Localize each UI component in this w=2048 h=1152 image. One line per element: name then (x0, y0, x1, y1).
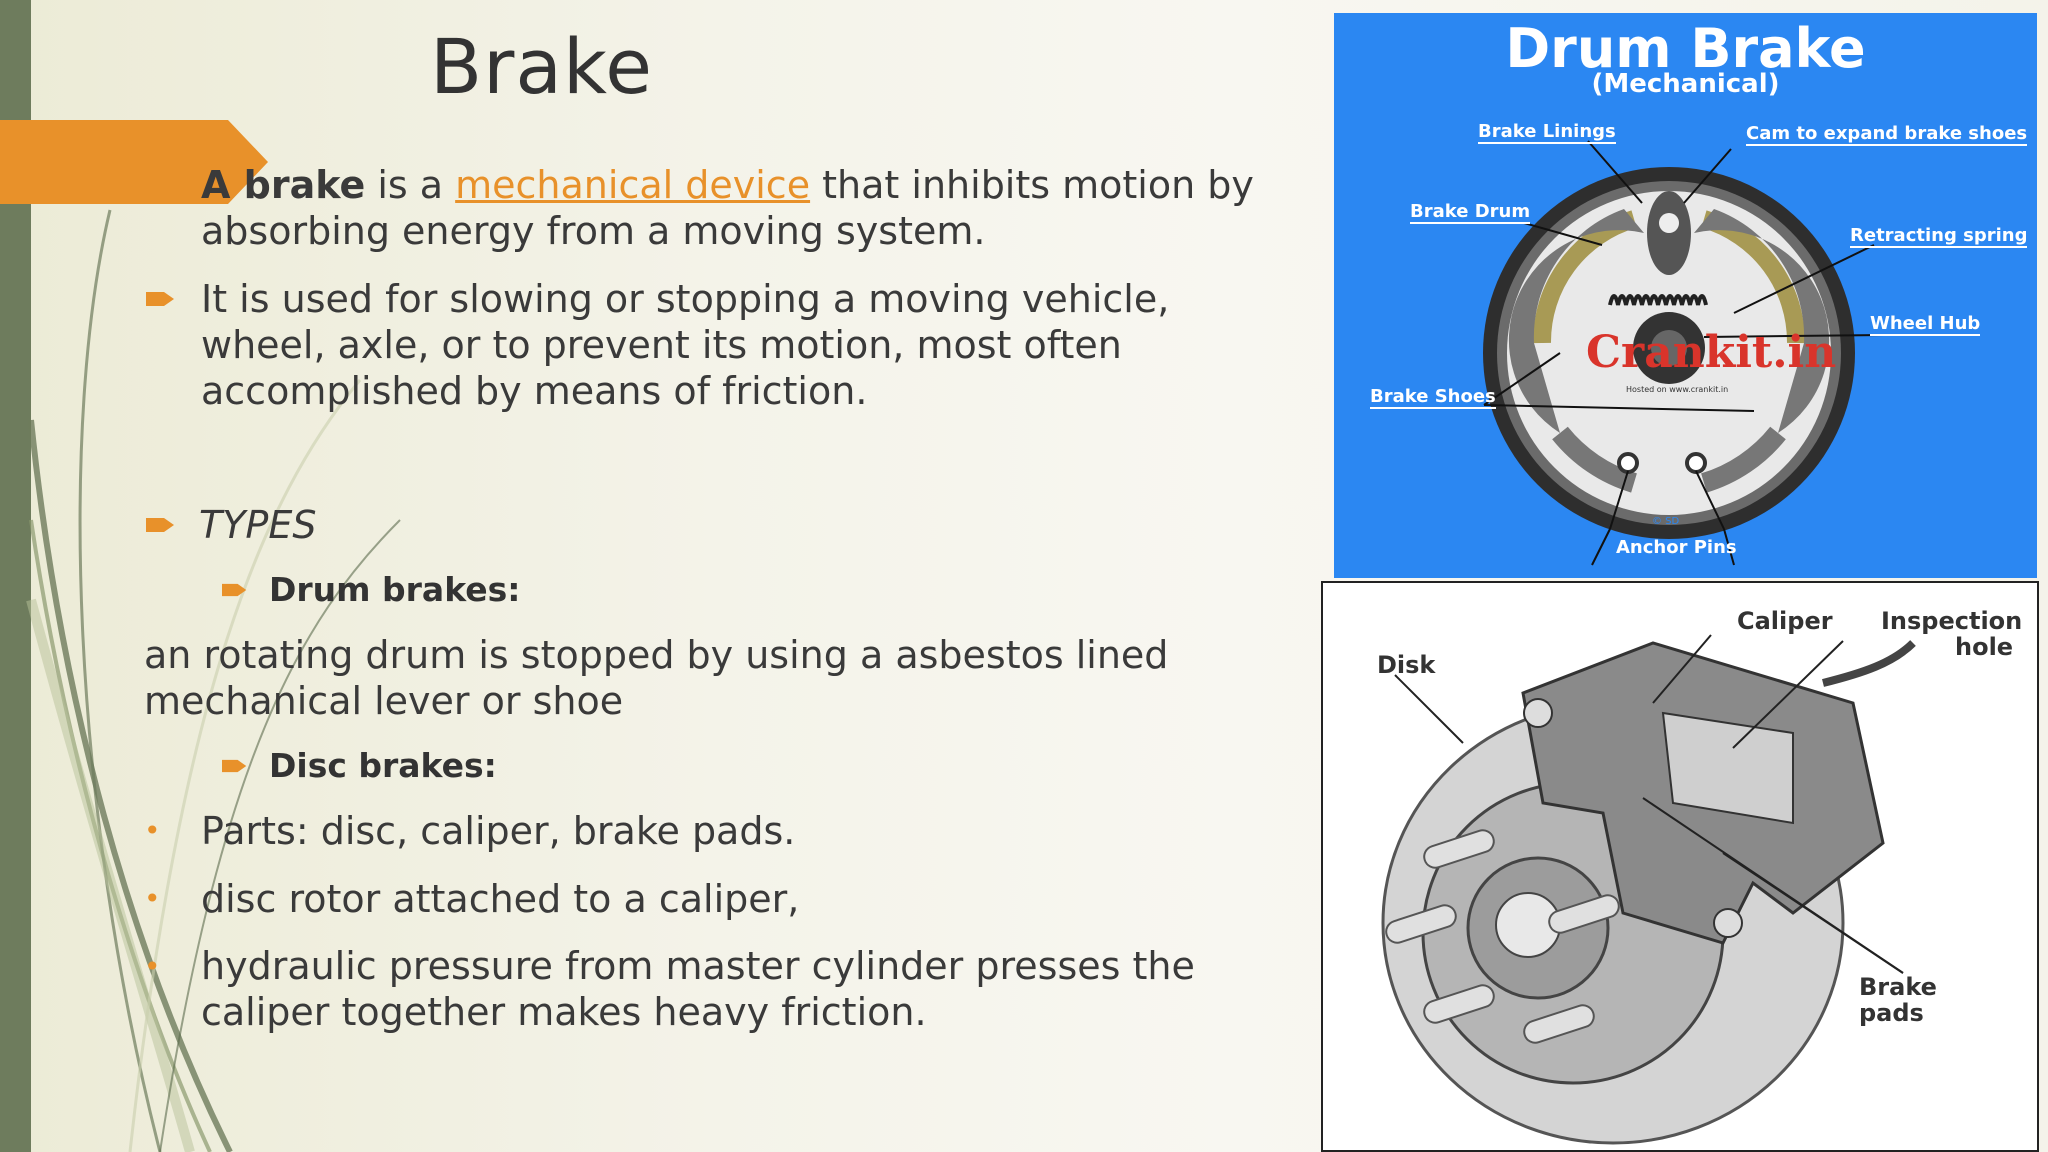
label-brake-drum: Brake Drum (1410, 201, 1531, 224)
intro-bold-term: A brake (201, 163, 366, 207)
use-line-3: accomplished by means of friction. (201, 369, 868, 413)
hydraulic-line-1: hydraulic pressure from master cylinder … (201, 944, 1195, 988)
types-label: TYPES (199, 503, 317, 547)
arrow-bullet-icon (146, 518, 174, 532)
label-anchor-pins: Anchor Pins (1616, 537, 1737, 558)
title-arrow-tab (0, 120, 268, 204)
drum-brakes-heading: Drum brakes: (269, 570, 521, 609)
disc-rotor: disc rotor attached to a caliper, (201, 877, 800, 921)
disc-brakes-heading: Disc brakes: (269, 746, 497, 785)
label-caliper: Caliper (1737, 607, 1833, 635)
drum-watermark-sub: Hosted on www.crankit.in (1626, 385, 1729, 394)
arrow-bullet-icon (222, 583, 247, 597)
label-cam: Cam to expand brake shoes (1746, 123, 2028, 146)
disc-brake-figure: Disk Caliper Inspection hole Brake pads (1321, 581, 2039, 1152)
drum-line-2: mechanical lever or shoe (144, 679, 624, 723)
disc-hydraulic: hydraulic pressure from master cylinder … (201, 943, 1195, 1035)
dot-bullet: • (144, 882, 161, 915)
intro-line-1: A brake is a mechanical device that inhi… (201, 163, 1254, 207)
label-brake-linings: Brake Linings (1478, 121, 1616, 144)
decorative-swoosh (26, 209, 401, 1152)
arrow-bullet-icon (146, 292, 174, 306)
intro-post-link: that inhibits motion by (810, 163, 1254, 207)
use-line-2: wheel, axle, or to prevent its motion, m… (201, 323, 1122, 367)
label-disk: Disk (1377, 651, 1436, 679)
disc-parts: Parts: disc, caliper, brake pads. (201, 809, 796, 853)
label-pads: pads (1859, 999, 1924, 1027)
disc-brake-diagram (1381, 634, 1916, 1145)
hydraulic-line-2: caliper together makes heavy friction. (201, 990, 927, 1034)
drum-copyright: © SD (1652, 516, 1680, 527)
label-brake-shoes: Brake Shoes (1370, 386, 1496, 409)
mechanical-device-link[interactable]: mechanical device (455, 163, 811, 207)
intro-line-2: absorbing energy from a moving system. (201, 209, 986, 253)
drum-figure-subtitle: (Mechanical) (1591, 69, 1780, 99)
use-line-1: It is used for slowing or stopping a mov… (201, 277, 1170, 321)
slide-title: Brake (430, 22, 654, 111)
label-inspection: Inspection (1881, 607, 2023, 635)
label-retracting-spring: Retracting spring (1850, 225, 2028, 248)
label-hole: hole (1955, 633, 2014, 661)
label-wheel-hub: Wheel Hub (1870, 313, 1981, 336)
drum-description: an rotating drum is stopped by using a a… (144, 632, 1168, 724)
label-brake: Brake (1859, 973, 1937, 1001)
intro-pre-link: is a (365, 163, 456, 207)
intro-paragraph: A brake is a mechanical device that inhi… (201, 162, 1254, 254)
drum-brake-diagram (1483, 140, 1885, 566)
drum-brake-figure: Drum Brake (Mechanical) Crankit.in Hoste… (1334, 13, 2037, 578)
drum-figure-title: Drum Brake (1505, 17, 1866, 80)
dot-bullet: • (144, 950, 161, 983)
use-paragraph: It is used for slowing or stopping a mov… (201, 276, 1169, 414)
drum-watermark: Crankit.in (1586, 327, 1837, 378)
drum-line-1: an rotating drum is stopped by using a a… (144, 633, 1169, 677)
dot-bullet: • (144, 814, 161, 847)
arrow-bullet-icon (222, 759, 247, 773)
